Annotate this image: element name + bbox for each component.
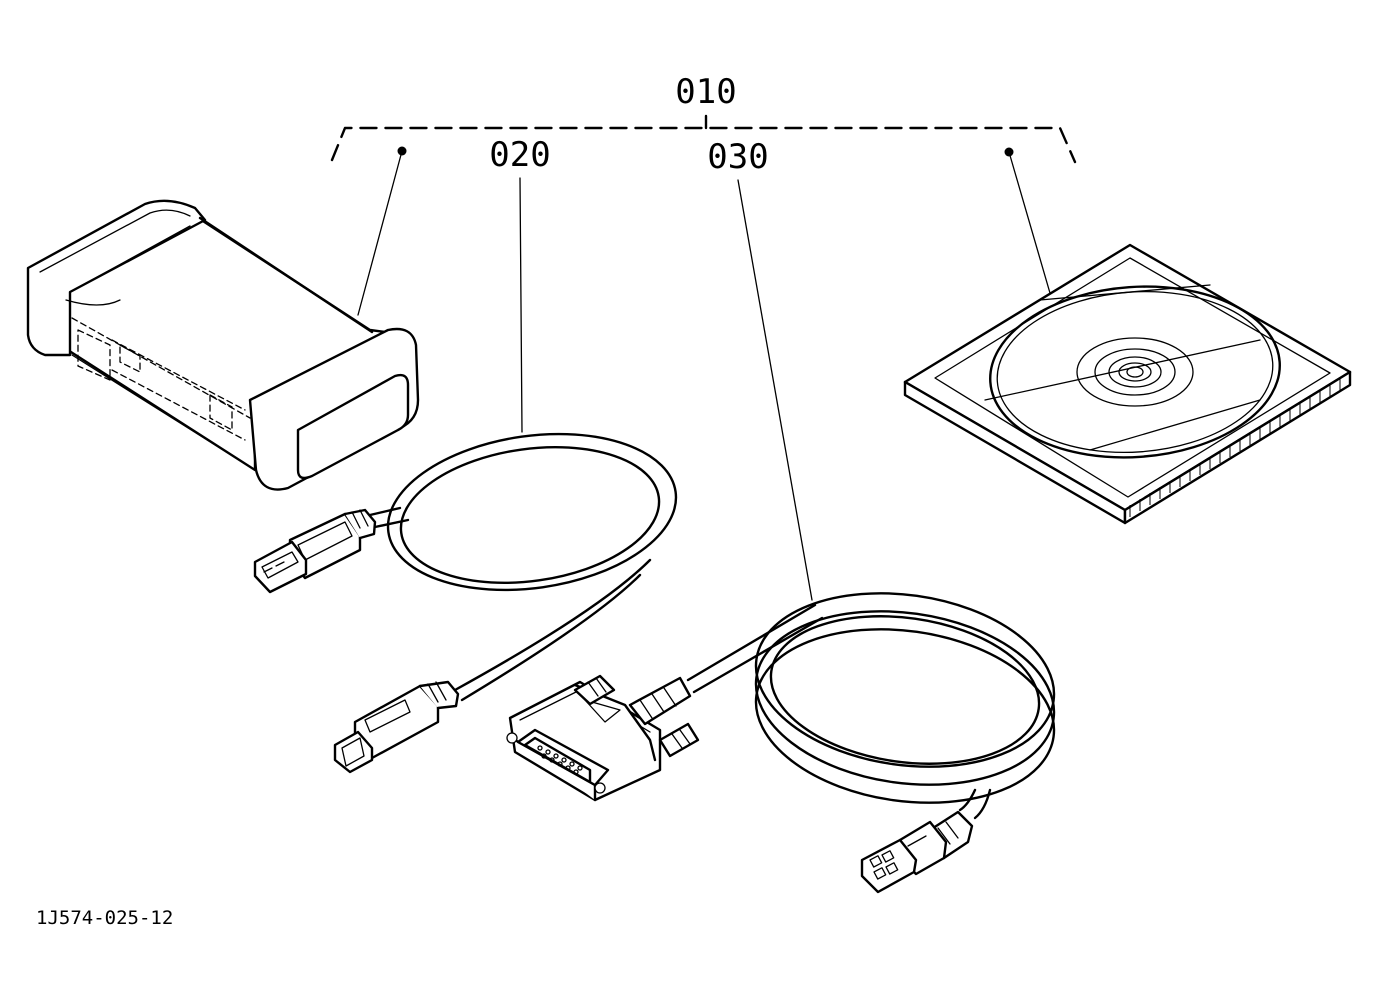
small-connector <box>860 810 974 894</box>
usb-b-plug <box>333 680 460 774</box>
usb-cable <box>253 432 678 774</box>
figure-id: 1J574-025-12 <box>36 907 173 929</box>
db25-connector <box>506 674 700 802</box>
serial-cable <box>506 592 1056 894</box>
kit-bracket <box>330 114 1077 164</box>
callout-020: 020 <box>489 135 550 175</box>
usb-a-plug <box>253 508 377 594</box>
callout-010: 010 <box>675 72 736 112</box>
software-cd <box>903 243 1352 525</box>
callout-030: 030 <box>707 137 768 177</box>
interface-box <box>26 199 420 491</box>
leader-lines <box>357 150 1053 601</box>
